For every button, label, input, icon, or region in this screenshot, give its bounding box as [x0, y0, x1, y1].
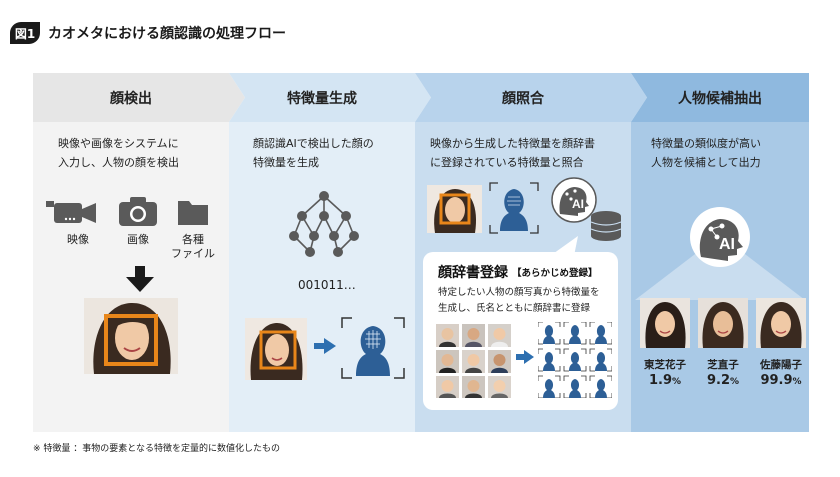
- candidate-score-2: 9.2%: [706, 373, 740, 388]
- candidate-score-1: 1.9%: [648, 373, 682, 388]
- match-desc: 映像から生成した特徴量を顔辞書 に登録されている特徴量と照合: [430, 137, 595, 169]
- svg-text:AI: AI: [719, 236, 735, 253]
- video-camera-icon: [46, 201, 96, 223]
- camera-icon: [119, 197, 157, 226]
- feature-desc: 顔認識AIで検出した顔の 特徴量を生成: [253, 137, 374, 169]
- step-feature: 特徴量生成: [287, 90, 357, 107]
- folder-icon: [178, 201, 208, 225]
- detect-desc: 映像や画像をシステムに 入力し、人物の顔を検出: [58, 137, 179, 169]
- neural-network-icon: [289, 191, 359, 257]
- candidates-desc: 特徴量の類似度が高い 人物を候補として出力: [651, 137, 761, 169]
- panel-feature: [229, 122, 415, 432]
- registered-photos-grid: [436, 324, 511, 398]
- bubble-pointer: [550, 236, 578, 256]
- ai-database-icon: AI: [551, 177, 622, 241]
- arrow-right-icon: [516, 350, 534, 364]
- arrow-right-icon: [314, 338, 336, 354]
- source-video-label: 映像: [67, 233, 89, 246]
- registered-features-grid: [538, 322, 612, 398]
- step-detect: 顔検出: [110, 90, 152, 107]
- step-match: 顔照合: [502, 90, 544, 107]
- face-photo-small: [245, 318, 307, 380]
- figure-header: 図1 カオメタにおける顔認識の処理フロー: [10, 22, 286, 44]
- footnote: ※ 特徴量 ：事物の要素となる特徴を定量的に数値化したもの: [33, 444, 280, 454]
- feature-bits: 001011…: [298, 278, 356, 292]
- face-photo-large: [84, 298, 178, 374]
- bubble-desc: 特定したい人物の顔写真から特徴量を 生成し、氏名とともに顔辞書に登録: [438, 287, 600, 314]
- candidate-photos: [640, 298, 806, 348]
- figure-badge: 図1: [10, 22, 40, 44]
- match-face-photo: [427, 185, 482, 233]
- candidate-name-1: 東芝花子: [644, 359, 686, 371]
- source-file-label: 各種 ファイル: [171, 233, 215, 260]
- candidate-name-3: 佐藤陽子: [760, 359, 802, 371]
- match-feature-icon: [489, 182, 539, 234]
- step-candidates: 人物候補抽出: [678, 90, 762, 107]
- candidate-score-3: 99.9%: [760, 373, 802, 388]
- ai-output-graphic: AI: [635, 207, 805, 300]
- bubble-title: 顔辞書登録: [438, 265, 508, 281]
- svg-text:AI: AI: [572, 197, 584, 211]
- source-image-label: 画像: [127, 233, 149, 246]
- figure-title: カオメタにおける顔認識の処理フロー: [48, 26, 286, 42]
- face-feature-icon: [341, 317, 405, 379]
- arrow-down-icon: [126, 266, 154, 292]
- step-arrows: [33, 73, 809, 122]
- bubble-subtitle: 【あらかじめ登録】: [512, 268, 598, 279]
- candidate-name-2: 芝直子: [707, 359, 739, 371]
- face-detect-box: [104, 314, 158, 366]
